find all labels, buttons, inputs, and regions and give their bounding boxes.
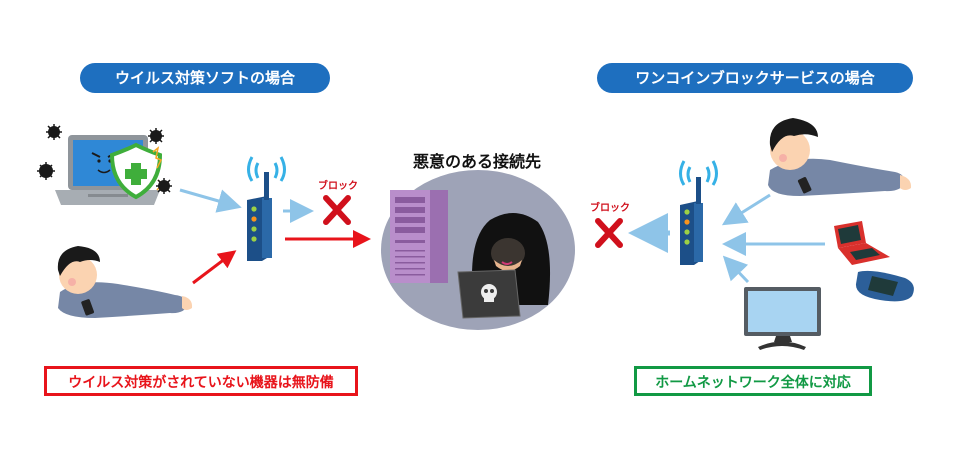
right-wifi-signal-icon [679,160,718,186]
right-block-label: ブロック [590,203,630,214]
left-section-title: ウイルス対策ソフトの場合 [80,63,330,93]
shield-plus-icon [109,142,164,200]
unprotected-person-with-phone [57,246,193,318]
malicious-destination-title: 悪意のある接続先 [413,152,542,171]
right-block-x-icon [595,218,623,248]
left-block-x-icon [323,195,351,225]
left-router [247,172,272,261]
home-network-note-box: ホームネットワーク全体に対応 [634,366,872,396]
left-block-label: ブロック [318,181,358,192]
handheld-console-red-icon [834,221,890,265]
skull-laptop-icon [457,269,521,319]
handheld-console-blue-icon [855,270,914,302]
server-rack-icon [390,190,448,283]
left-wifi-signal-icon [247,156,286,182]
laptop-to-router-arrow [179,188,242,213]
right-person-with-phone [768,118,912,196]
tv-to-router-arrow [722,255,750,284]
right-router [680,177,703,265]
person-to-router-right-arrow [721,193,771,226]
virus-icons [37,124,172,194]
television-monitor-icon [744,287,821,350]
person-to-router-arrow [192,250,237,285]
unprotected-warning-box: ウイルス対策がされていない機器は無防備 [44,366,358,396]
right-section-title: ワンコインブロックサービスの場合 [597,63,913,93]
